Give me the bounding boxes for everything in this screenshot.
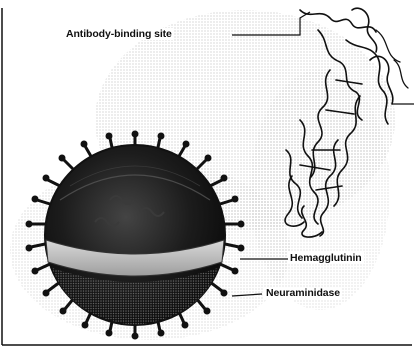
label-hemagglutinin: Hemagglutinin (288, 252, 364, 264)
label-neuraminidase: Neuraminidase (264, 287, 342, 299)
label-antibody-binding-site: Antibody-binding site (64, 28, 174, 40)
virus-particle (45, 145, 225, 325)
